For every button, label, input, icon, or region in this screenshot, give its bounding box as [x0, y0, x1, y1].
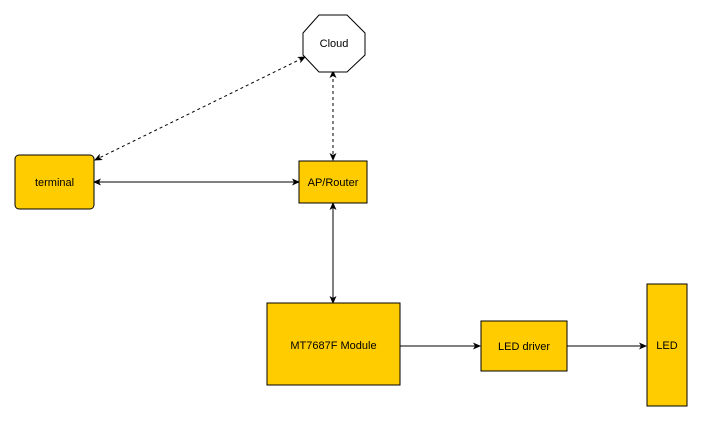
cloud-octagon-shape [302, 14, 366, 73]
edge-terminal-cloud [94, 56, 306, 161]
node-cloud: Cloud [302, 14, 366, 73]
node-terminal: terminal [14, 154, 95, 210]
router-box [298, 160, 368, 204]
led-label: LED [656, 340, 677, 352]
node-router: AP/Router [298, 160, 368, 204]
node-led: LED [646, 283, 688, 407]
module-label: MT7687F Module [290, 340, 376, 352]
terminal-box [14, 154, 95, 210]
led-driver-box [480, 320, 568, 372]
router-label: AP/Router [308, 177, 359, 189]
module-box [266, 302, 401, 386]
terminal-label: terminal [35, 177, 74, 189]
led-driver-label: LED driver [498, 341, 550, 353]
edges [93, 56, 647, 350]
led-box [646, 283, 688, 407]
node-module: MT7687F Module [266, 302, 401, 386]
cloud-label: Cloud [320, 38, 349, 50]
node-led-driver: LED driver [480, 320, 568, 372]
